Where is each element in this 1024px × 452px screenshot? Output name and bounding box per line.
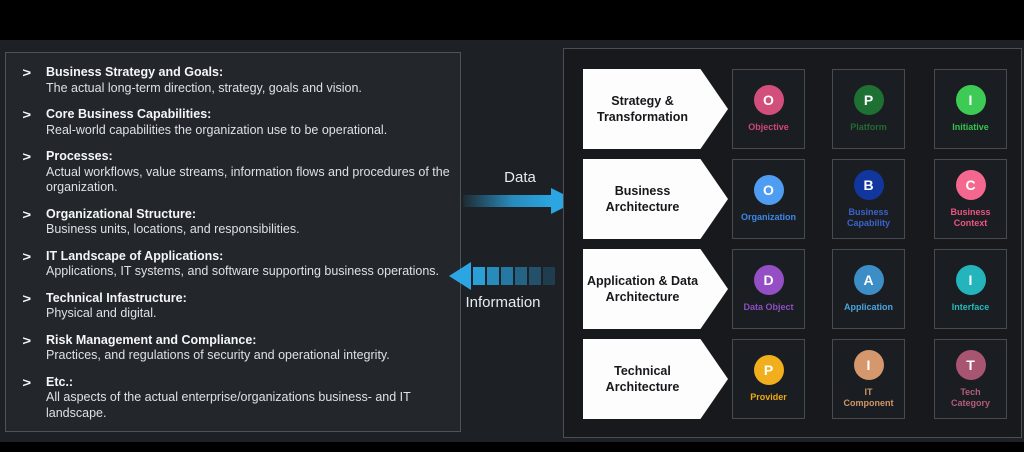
business-context-icon: C: [955, 169, 986, 200]
item-title: Etc.:: [46, 374, 74, 389]
tile-it-component: I IT Component: [832, 339, 905, 419]
tile-label: IT Component: [843, 386, 894, 408]
list-item: > Business Strategy and Goals: The actua…: [22, 65, 454, 96]
layer-label: Application & Data: [586, 274, 699, 288]
layer-label: Architecture: [605, 380, 680, 394]
item-description: Physical and digital.: [46, 306, 157, 320]
data-object-icon: D: [753, 265, 784, 295]
tile-label: Initiative: [952, 122, 989, 132]
chevron-bullet-icon: >: [22, 65, 32, 80]
initiative-icon: I: [955, 85, 986, 115]
tile-label: Interface: [951, 302, 990, 312]
item-title: Core Business Capabilities:: [46, 107, 212, 121]
organization-icon: O: [753, 175, 784, 205]
chevron-bullet-icon: >: [22, 290, 32, 306]
layer-label: Transformation: [597, 110, 688, 124]
objective-icon: O: [753, 85, 784, 115]
layer-label: Strategy &: [611, 94, 674, 108]
information-flow-label: Information: [465, 294, 541, 311]
tile-application: A Application: [832, 249, 905, 329]
layer-application-data-architecture: Application & Data Architecture: [583, 249, 728, 329]
tile-label: Business Context: [950, 206, 991, 228]
tile-label: Objective: [748, 122, 789, 132]
tile-objective: O Objective: [732, 69, 805, 149]
layer-strategy-transformation: Strategy & Transformation: [583, 69, 728, 149]
layer-label: Architecture: [605, 200, 680, 214]
slide-background: > Business Strategy and Goals: The actua…: [0, 40, 1024, 442]
item-description: All aspects of the actual enterprise/org…: [46, 390, 411, 420]
item-title: Technical Infastructure:: [46, 290, 187, 305]
tech-category-icon: T: [955, 349, 986, 380]
list-item: > Processes: Actual workflows, value str…: [22, 149, 454, 196]
list-item: > Technical Infastructure: Physical and …: [22, 290, 454, 322]
chevron-bullet-icon: >: [22, 332, 32, 348]
data-arrow-icon: [463, 188, 577, 214]
tile-platform: P Platform: [832, 69, 905, 149]
item-description: Practices, and regulations of security a…: [46, 348, 390, 362]
architecture-layers-panel: Strategy & Transformation O Objective P …: [563, 48, 1022, 438]
layer-label: Business: [614, 184, 671, 198]
item-title: IT Landscape of Applications:: [46, 248, 224, 263]
item-title: Processes:: [46, 149, 113, 163]
interface-icon: I: [955, 265, 986, 295]
item-title: Organizational Structure:: [46, 206, 197, 221]
tile-label: Platform: [850, 122, 887, 132]
tile-label: Business Capability: [846, 206, 890, 228]
provider-icon: P: [753, 355, 784, 385]
tile-tech-category: T Tech Category: [934, 339, 1007, 419]
business-capability-icon: B: [853, 169, 884, 200]
tile-label: Tech Category: [950, 386, 990, 408]
layer-business-architecture: Business Architecture: [583, 159, 728, 239]
chevron-bullet-icon: >: [22, 107, 32, 122]
it-component-icon: I: [853, 349, 884, 380]
item-description: Business units, locations, and responsib…: [46, 222, 300, 236]
list-item: > IT Landscape of Applications: Applicat…: [22, 248, 454, 280]
item-title: Risk Management and Compliance:: [46, 332, 257, 347]
item-description: Actual workflows, value streams, informa…: [46, 164, 450, 195]
chevron-bullet-icon: >: [22, 149, 32, 164]
tile-provider: P Provider: [732, 339, 805, 419]
list-item: > Etc.: All aspects of the actual enterp…: [22, 374, 454, 422]
tile-label: Application: [844, 302, 893, 312]
tile-interface: I Interface: [934, 249, 1007, 329]
list-item: > Core Business Capabilities: Real-world…: [22, 107, 454, 138]
item-description: Applications, IT systems, and software s…: [46, 264, 440, 278]
item-title: Business Strategy and Goals:: [46, 65, 224, 79]
tile-organization: O Organization: [732, 159, 805, 239]
layer-label: Architecture: [605, 290, 680, 304]
tile-label: Organization: [740, 212, 796, 222]
chevron-bullet-icon: >: [22, 248, 32, 264]
item-description: Real-world capabilities the organization…: [46, 122, 388, 137]
item-description: The actual long-term direction, strategy…: [46, 80, 362, 95]
tile-business-context: C Business Context: [934, 159, 1007, 239]
application-icon: A: [853, 265, 884, 295]
list-item: > Risk Management and Compliance: Practi…: [22, 332, 454, 364]
chevron-bullet-icon: >: [22, 374, 32, 390]
tile-data-object: D Data Object: [732, 249, 805, 329]
layer-technical-architecture: Technical Architecture: [583, 339, 728, 419]
layer-label: Technical: [614, 364, 671, 378]
tile-label: Provider: [750, 392, 787, 402]
list-item: > Organizational Structure: Business uni…: [22, 206, 454, 238]
tile-business-capability: B Business Capability: [832, 159, 905, 239]
data-flow-label: Data: [504, 169, 536, 186]
information-arrow-icon: [449, 262, 555, 290]
enterprise-reality-panel: > Business Strategy and Goals: The actua…: [5, 52, 461, 432]
tile-label: Data Object: [743, 302, 794, 312]
tile-initiative: I Initiative: [934, 69, 1007, 149]
chevron-bullet-icon: >: [22, 206, 32, 222]
platform-icon: P: [853, 85, 884, 115]
